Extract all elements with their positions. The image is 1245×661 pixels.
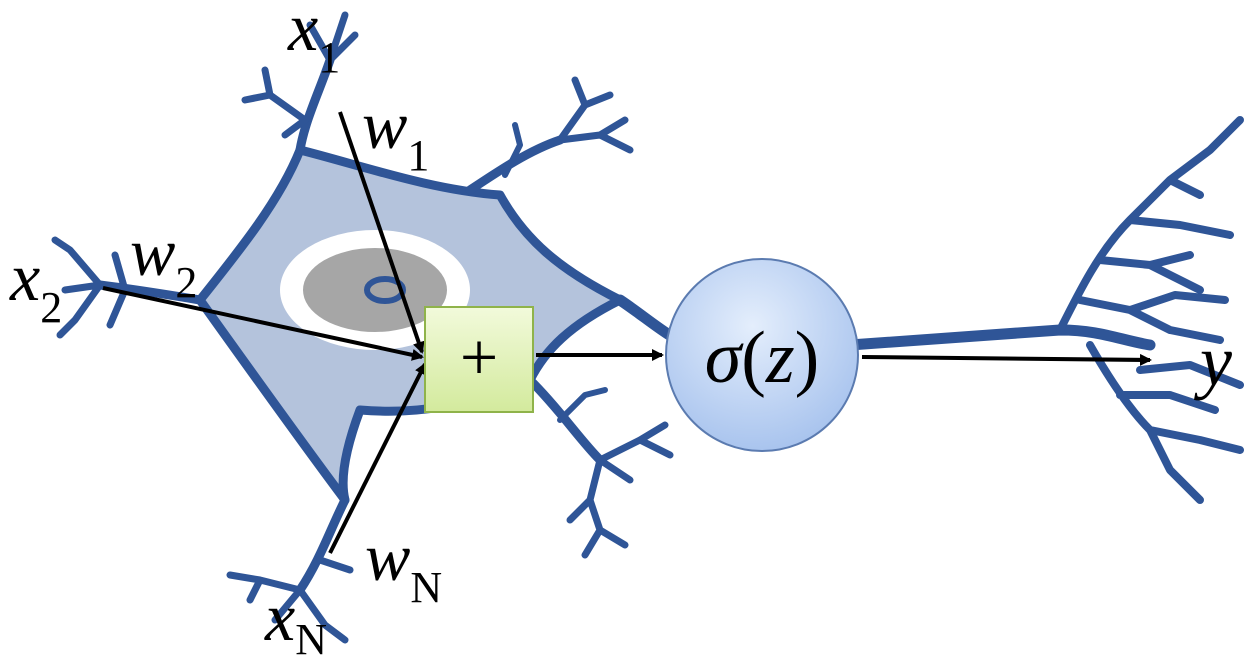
activation-node: σ(z) [665,258,859,452]
edge-xN [328,362,427,554]
nucleolus [364,276,406,304]
weight-w2-label: w2 [130,214,197,307]
dendrites-top [241,11,634,195]
weight-w1-label: w1 [362,87,429,180]
neuron-illustration [51,11,1244,644]
input-edges [102,111,427,554]
labels: x1 w1 x2 w2 wN xN y [9,0,1232,661]
axon [614,116,1244,504]
sum-node: + [424,306,534,413]
edge-output [861,353,1152,366]
activation-circle [665,258,859,452]
weight-wN-label: wN [365,519,442,612]
activation-label: σ(z) [705,317,820,399]
input-xN-label: xN [264,579,327,661]
edge-x1 [338,111,425,354]
edge-x2 [102,286,424,361]
dendrites-left [51,236,205,339]
input-x2-label: x2 [9,239,62,332]
dendrites-bottom [226,375,674,644]
input-x1-label: x1 [287,0,340,82]
nucleus [303,248,447,332]
sum-symbol: + [460,319,498,395]
output-y-label: y [1193,321,1232,401]
sum-box [424,306,534,413]
